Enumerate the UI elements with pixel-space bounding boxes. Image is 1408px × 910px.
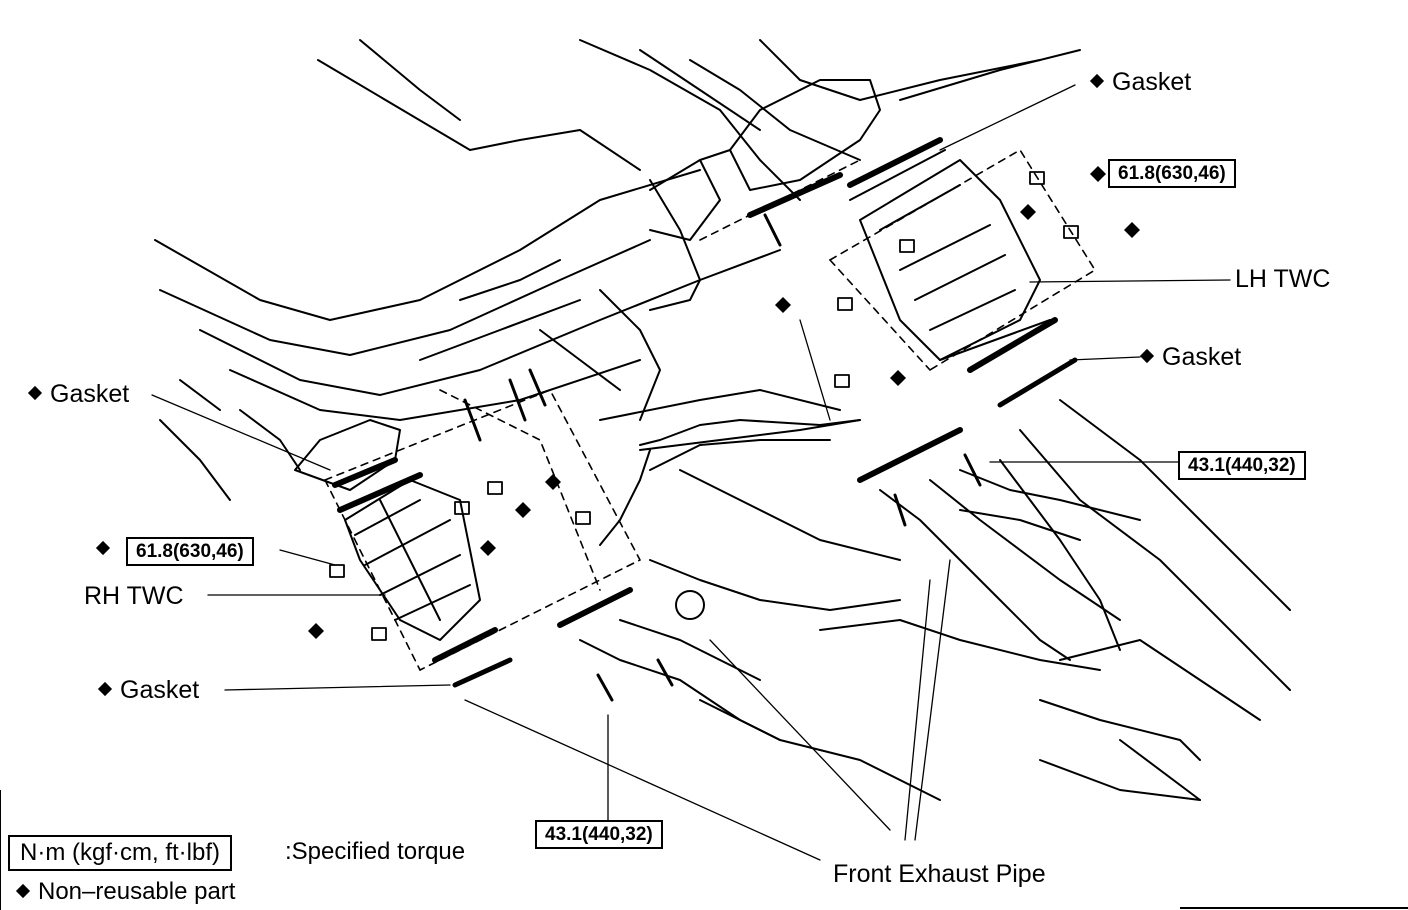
diamond-icon (15, 883, 31, 898)
gasket-lh-top-label: Gasket (1089, 70, 1191, 95)
diamond-icon (27, 386, 43, 401)
torque-rh-twc: 61.8(630,46) (126, 537, 254, 566)
diamond-icon (1139, 349, 1155, 364)
gasket-rh-top-label: Gasket (27, 382, 129, 407)
gasket-lh-bottom-label: Gasket (1139, 345, 1241, 370)
legend-non-reusable: Non–reusable part (15, 880, 235, 904)
torque-lh-twc: 61.8(630,46) (1108, 159, 1236, 188)
gasket-rh-bottom-label: Gasket (97, 678, 199, 703)
lh-twc-label: LH TWC (1235, 265, 1331, 293)
front-exhaust-pipe-label: Front Exhaust Pipe (833, 860, 1046, 888)
torque-pipe-right: 43.1(440,32) (1178, 451, 1306, 480)
legend-torque-desc: :Specified torque (285, 838, 466, 865)
diamond-icon (1089, 74, 1105, 89)
legend-torque-unit: N·m (kgf·cm, ft·lbf) (8, 835, 232, 871)
diamond-icon (97, 682, 113, 697)
rh-twc-label: RH TWC (84, 582, 184, 610)
torque-pipe-bottom: 43.1(440,32) (535, 820, 663, 849)
